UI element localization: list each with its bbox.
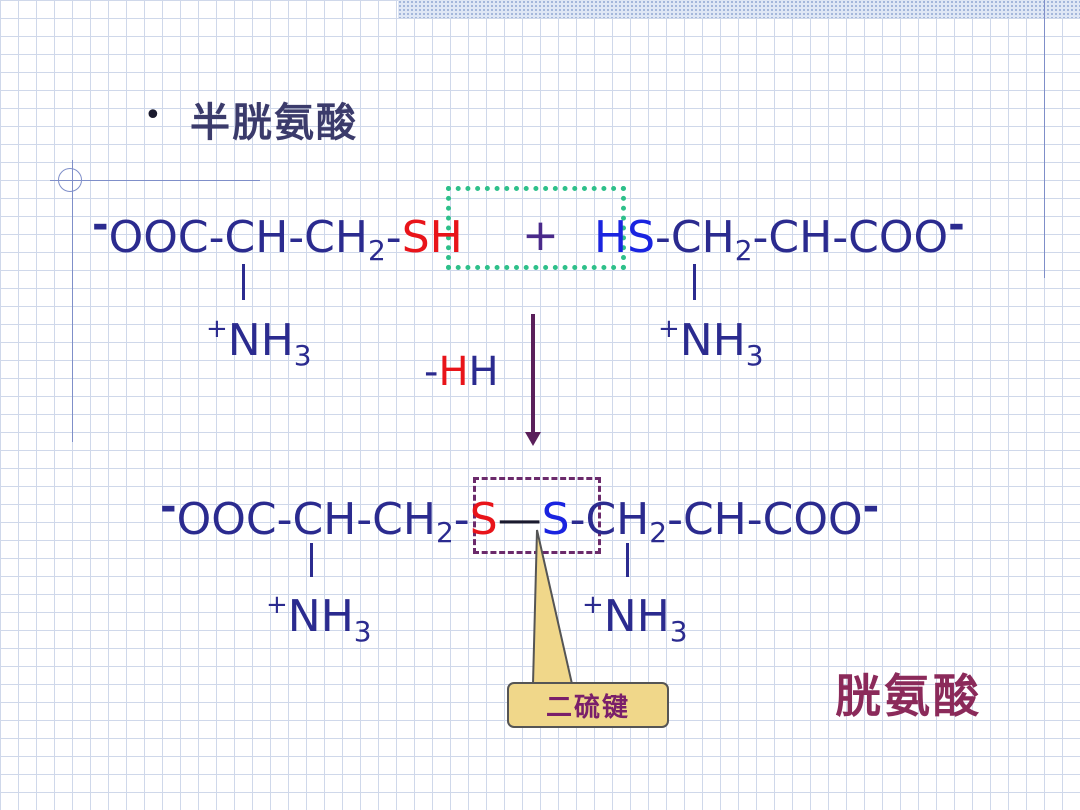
product-dash: - [453, 494, 470, 545]
bond-right-reactant [693, 264, 696, 300]
right-vertical-rule [1044, 0, 1045, 278]
amino-right-reactant: +NH3 [658, 316, 764, 370]
amino-nh: NH [227, 315, 294, 366]
product-sub-right: 2 [649, 516, 668, 549]
product-chain-right-1: -CH [569, 494, 650, 545]
plus-operator: + [522, 210, 559, 261]
slide-title: 半胱氨酸 [190, 99, 358, 146]
callout-pointer-shape [531, 529, 574, 685]
dash-left: - [385, 212, 402, 263]
product-charge-left: - [160, 484, 177, 530]
product-formula: -OOC-CH-CH2-S—S-CH2-CH-COO- [160, 487, 879, 549]
bond-left-product [310, 543, 313, 577]
hydrogen-left: H [429, 212, 463, 263]
left-horizontal-rule [50, 180, 260, 181]
left-vertical-rule [72, 160, 73, 442]
sulfur-left: S [401, 212, 430, 263]
title-bullet: • [144, 98, 162, 133]
charge-right: - [948, 202, 965, 248]
product-name: 胱氨酸 [835, 669, 982, 723]
amino-nh: NH [603, 591, 670, 642]
amino-plus: + [582, 590, 604, 620]
disulfide-callout: 二硫键 [507, 682, 669, 728]
subscript-right: 2 [734, 234, 753, 267]
amino-sub: 3 [745, 339, 764, 372]
removed-minus: - [424, 349, 439, 395]
removed-h-blue: H [468, 349, 499, 395]
bond-right-product [626, 543, 629, 577]
chain-left: OOC-CH-CH [108, 212, 368, 263]
reaction-arrow-shaft [531, 314, 535, 436]
amino-right-product: +NH3 [582, 592, 688, 646]
reactant-left: -OOC-CH-CH2-SH [92, 205, 463, 267]
charge-left: - [92, 202, 109, 248]
removed-h-red: H [438, 349, 469, 395]
top-dotted-band [398, 0, 1080, 18]
amino-sub: 3 [669, 615, 688, 648]
bond-left-reactant [242, 264, 245, 300]
chain-right-2: -CH-COO [752, 212, 949, 263]
product-sulfur-right: S [541, 494, 570, 545]
removed-hydrogen-label: -HH [424, 352, 499, 392]
product-charge-right: - [862, 484, 880, 530]
amino-plus: + [206, 314, 228, 344]
product-sulfur-left: S [469, 494, 498, 545]
amino-left-product: +NH3 [266, 592, 372, 646]
hydrogen-right: H [594, 212, 628, 263]
amino-left-reactant: +NH3 [206, 316, 312, 370]
subscript-left: 2 [367, 234, 386, 267]
reaction-arrow-head [525, 432, 541, 446]
amino-nh: NH [287, 591, 354, 642]
chain-right-1: -CH [655, 212, 735, 263]
amino-plus: + [658, 314, 680, 344]
product-chain-right-2: -CH-COO [667, 494, 863, 545]
reacting-groups-highlight [446, 186, 626, 270]
amino-plus: + [266, 590, 288, 620]
amino-nh: NH [679, 315, 746, 366]
disulfide-bond: — [497, 494, 542, 545]
corner-circle-mark [58, 168, 82, 192]
amino-sub: 3 [293, 339, 312, 372]
reactant-right: HS-CH2-CH-COO- [594, 205, 965, 267]
amino-sub: 3 [353, 615, 372, 648]
sulfur-right: S [627, 212, 656, 263]
product-sub-left: 2 [435, 516, 454, 549]
product-chain-left: OOC-CH-CH [176, 494, 436, 545]
